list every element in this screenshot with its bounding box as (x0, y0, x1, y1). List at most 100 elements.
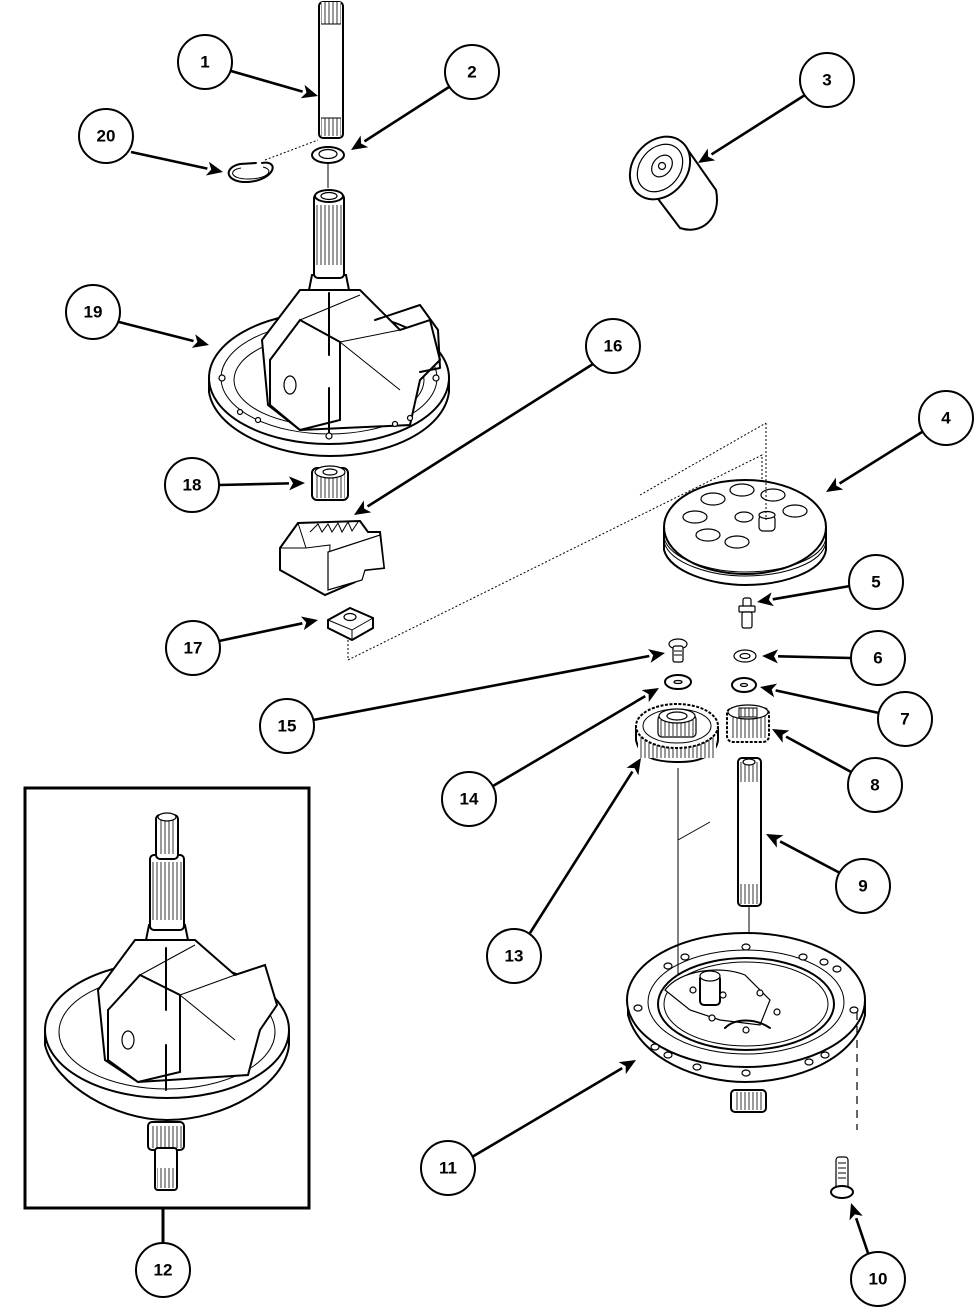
callout-18[interactable]: 18 (164, 457, 220, 513)
callout-label: 4 (941, 409, 951, 428)
callout-19[interactable]: 19 (65, 284, 121, 340)
callout-13[interactable]: 13 (486, 928, 542, 984)
leader-line-3 (710, 93, 806, 156)
leader-lines (118, 69, 923, 1254)
callout-label: 2 (467, 63, 476, 82)
leader-line-13 (528, 770, 634, 934)
leader-line-6 (777, 655, 852, 660)
part-16-rack (279, 519, 386, 597)
arrow-icon-19 (191, 334, 209, 348)
leader-line-1 (230, 69, 303, 93)
callout-12[interactable]: 12 (135, 1242, 191, 1298)
callout-11[interactable]: 11 (420, 1140, 476, 1196)
leader-line-2 (363, 85, 450, 143)
callout-9[interactable]: 9 (835, 858, 891, 914)
inset-housing-drawing (44, 812, 290, 1191)
callout-label: 6 (873, 649, 882, 668)
callout-16[interactable]: 16 (585, 318, 641, 374)
callout-17[interactable]: 17 (165, 620, 221, 676)
callouts: 1 2 3 4 5 6 7 8 9 10 11 12 13 14 15 16 1… (65, 34, 974, 1307)
part-15-screw (668, 638, 688, 663)
arrow-icon-18 (288, 476, 305, 491)
arrow-icon-17 (300, 616, 318, 631)
part-5-stud (738, 597, 756, 629)
part-11-base-plate (626, 840, 866, 1130)
callout-20[interactable]: 20 (78, 108, 134, 164)
arrow-icon-1 (300, 84, 318, 99)
leader-line-18 (218, 482, 290, 487)
callout-label: 17 (184, 639, 203, 658)
leader-line-9 (779, 840, 841, 875)
callout-label: 3 (822, 71, 831, 90)
callout-label: 8 (870, 776, 879, 795)
arrow-icon-8 (772, 729, 790, 743)
callout-label: 10 (869, 1270, 888, 1289)
leader-line-8 (785, 735, 854, 775)
callout-8[interactable]: 8 (847, 757, 903, 813)
callout-label: 1 (200, 53, 209, 72)
callout-10[interactable]: 10 (850, 1251, 906, 1307)
leader-line-10 (854, 1217, 870, 1254)
leader-line-5 (772, 584, 851, 601)
callout-label: 12 (154, 1261, 173, 1280)
part-10-bolt (830, 1156, 854, 1199)
part-8-pinion-gear (726, 704, 770, 743)
part-7-washer (731, 677, 757, 693)
part-3-oil-can (628, 135, 718, 231)
callout-2[interactable]: 2 (444, 44, 500, 100)
leader-line-19 (118, 320, 194, 343)
arrow-icon-9 (766, 834, 784, 848)
arrow-icon-15 (647, 649, 665, 663)
callout-label: 13 (505, 947, 524, 966)
part-20-retaining-ring (227, 139, 319, 184)
part-12-inset-assembly (23, 786, 311, 1242)
part-9-lower-shaft (737, 757, 762, 985)
arrow-icon-6 (762, 649, 779, 664)
part-13-main-gear (635, 703, 719, 841)
callout-15[interactable]: 15 (259, 698, 315, 754)
arrow-icon-10 (849, 1203, 863, 1221)
callout-label: 11 (439, 1159, 457, 1178)
callout-7[interactable]: 7 (877, 691, 933, 747)
arrow-icon-14 (641, 688, 659, 703)
callout-label: 15 (278, 717, 297, 736)
callout-5[interactable]: 5 (848, 554, 904, 610)
arrow-icon-3 (698, 148, 716, 163)
leader-line-16 (366, 362, 594, 508)
callout-3[interactable]: 3 (799, 52, 855, 108)
rim-holes (633, 943, 859, 1077)
part-4-pulley-carrier (639, 422, 827, 587)
part-2-seal-ring (311, 146, 345, 188)
leader-line-15 (312, 654, 650, 722)
leader-line-14 (492, 695, 646, 788)
callout-label: 20 (97, 127, 116, 146)
leader-line-11 (471, 1067, 623, 1159)
arrow-icon-7 (760, 683, 778, 698)
part-19-transmission-housing (208, 189, 450, 457)
callout-6[interactable]: 6 (850, 630, 906, 686)
leader-line-20 (130, 150, 208, 170)
callout-label: 14 (460, 790, 479, 809)
part-18-spline-gear (311, 465, 349, 501)
callout-label: 18 (183, 476, 202, 495)
arrow-icon-5 (757, 592, 774, 607)
leader-line-4 (838, 430, 923, 485)
callout-label: 5 (871, 573, 880, 592)
callout-label: 16 (604, 337, 623, 356)
part-6-lock-washer (733, 649, 757, 663)
arrow-icon-13 (626, 758, 641, 776)
callout-label: 7 (900, 710, 909, 729)
part-14-washer (664, 674, 692, 690)
leader-line-7 (775, 689, 880, 715)
arrow-icon-11 (618, 1060, 636, 1075)
callout-label: 19 (84, 303, 103, 322)
part-1-upper-shaft (318, 1, 344, 139)
callout-14[interactable]: 14 (441, 771, 497, 827)
callout-label: 9 (858, 877, 867, 896)
arrow-icon-16 (354, 500, 372, 515)
callout-4[interactable]: 4 (918, 390, 974, 446)
leader-line-17 (218, 622, 303, 643)
arrow-icon-2 (351, 135, 369, 150)
arrow-icon-20 (205, 161, 223, 176)
callout-1[interactable]: 1 (177, 34, 233, 90)
